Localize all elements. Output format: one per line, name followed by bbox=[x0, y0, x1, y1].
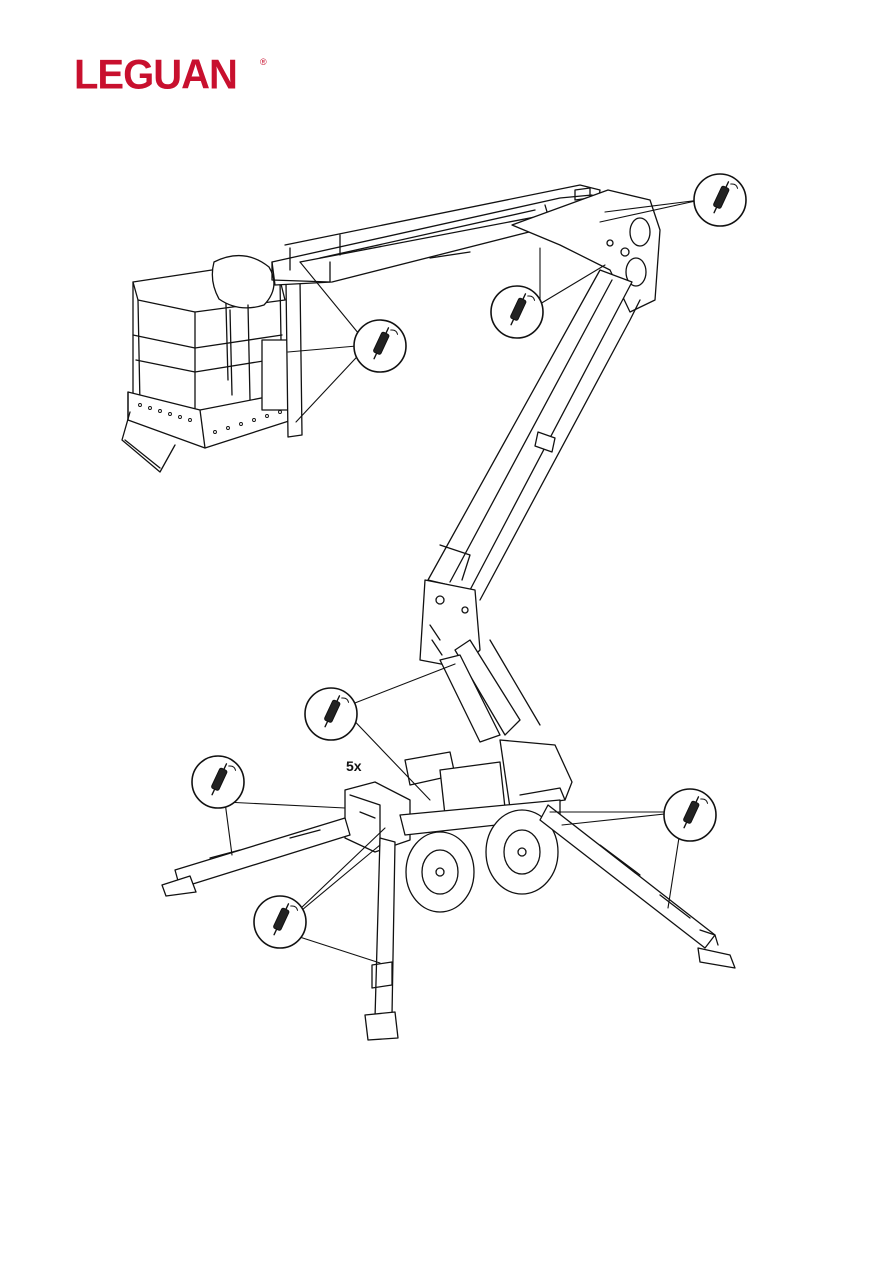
grease-gun-icon bbox=[491, 286, 543, 338]
lubrication-count-label: 5x bbox=[346, 758, 362, 774]
grease-gun-icon bbox=[305, 688, 357, 740]
work-basket bbox=[122, 256, 302, 472]
grease-gun-icon bbox=[192, 756, 244, 808]
grease-gun-icon bbox=[354, 320, 406, 372]
grease-gun-icon bbox=[254, 896, 306, 948]
grease-gun-icon bbox=[694, 174, 746, 226]
lower-boom bbox=[420, 580, 540, 742]
grease-gun-icon bbox=[664, 789, 716, 841]
